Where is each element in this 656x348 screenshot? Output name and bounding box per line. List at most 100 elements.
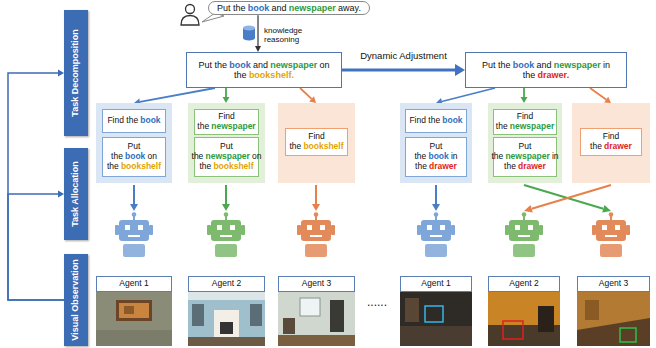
- text-block: Agent 2: [212, 279, 241, 289]
- subtask-box: Find thebookshelf: [285, 128, 348, 156]
- subtask-box: Put thenewspaperon thebookshelf: [194, 137, 259, 177]
- text-run: book: [229, 60, 251, 70]
- text-run: and: [272, 3, 287, 13]
- text-run: Task Allocation: [70, 161, 80, 227]
- text-run: newspaper: [205, 151, 249, 161]
- text-block: Find thenewspaper: [197, 112, 256, 132]
- text-block: Put thenewspaperin thedrawer: [491, 142, 558, 171]
- agent-label: Agent 2: [188, 276, 265, 292]
- text-run: drawer: [518, 161, 546, 171]
- robot-icons: [115, 212, 630, 257]
- text-run: Put the: [198, 60, 227, 70]
- text-run: bookshelf.: [249, 70, 294, 80]
- text-run: drawer.: [538, 70, 570, 80]
- text-run: newspaper: [289, 3, 336, 13]
- subtask-box: Put thebookin thedrawer: [405, 137, 467, 177]
- agent-label: Agent 1: [96, 276, 172, 292]
- agent-label: Agent 3: [278, 276, 355, 292]
- text-block: Find thebookshelf: [288, 132, 345, 152]
- text-run: and: [253, 60, 268, 70]
- text-run: newspaper: [270, 60, 317, 70]
- text-run: Agent 1: [421, 278, 450, 288]
- person-icon: [181, 5, 199, 26]
- text-block: Put thebookin thedrawer: [408, 142, 464, 171]
- text-run: Visual Observation: [70, 259, 80, 340]
- agent-label: Agent 3: [577, 276, 650, 292]
- text-run: book: [248, 3, 270, 13]
- text-block: Put thebookandnewspaperaway.: [217, 3, 361, 13]
- arrowhead: [455, 64, 465, 76]
- agent-panel: Find thenewspaperPut thenewspaperin thed…: [488, 103, 562, 183]
- connector: [342, 64, 465, 76]
- agent-label: Agent 2: [488, 276, 560, 292]
- agent-panel: Find thebookPut thebookon thebookshelf: [96, 103, 172, 183]
- text-run: away.: [338, 3, 361, 13]
- text-run: newspaper: [510, 121, 554, 131]
- section-bar: Visual Observation: [64, 254, 88, 346]
- text-block: Put thebookandnewspaperon thebookshelf.: [191, 60, 337, 81]
- text-run: bookshelf: [303, 141, 343, 151]
- text-run: Find the: [409, 115, 440, 125]
- agent-panel: Find thebookPut thebookin thedrawer: [400, 103, 472, 183]
- database-icon: [243, 26, 255, 41]
- text-block: Task Decomposition: [71, 14, 81, 132]
- task-box: Put thebookandnewspaperon thebookshelf.: [186, 52, 342, 88]
- text-run: newspaper: [505, 151, 549, 161]
- text-block: Find thedrawer: [583, 132, 639, 152]
- text-run: book: [442, 115, 462, 125]
- text-run: Put the: [217, 3, 246, 13]
- text-run: drawer: [604, 141, 632, 151]
- section-bar: Task Allocation: [64, 148, 88, 240]
- text-run: Agent 3: [599, 278, 628, 288]
- text-block: Find thebook: [409, 116, 462, 126]
- connector-line: [442, 88, 495, 102]
- text-run: drawer: [429, 161, 457, 171]
- text-block: Agent 2: [509, 279, 538, 289]
- subtask-box: Find thenewspaper: [493, 109, 557, 135]
- text-run: newspaper: [554, 60, 601, 70]
- subtask-box: Put thenewspaperin thedrawer: [493, 137, 557, 177]
- text-block: Agent 3: [599, 279, 628, 289]
- text-run: Agent 3: [302, 278, 331, 288]
- text-block: Find thenewspaper: [496, 112, 554, 132]
- subtask-box: Find thedrawer: [580, 128, 642, 156]
- text-run: Find the: [107, 115, 138, 125]
- connector-line: [140, 88, 215, 102]
- text-run: book: [140, 115, 160, 125]
- text-block: Task Allocation: [71, 152, 81, 236]
- connector-line: [300, 88, 312, 99]
- allocation-arrows: [130, 185, 611, 213]
- text-run: newspaper: [211, 121, 255, 131]
- text-block: Agent 3: [302, 279, 331, 289]
- task-box: Put thebookandnewspaperin thedrawer.: [465, 52, 627, 88]
- text-run: Task Decomposition: [70, 29, 80, 116]
- text-block: Put thenewspaperon thebookshelf: [192, 142, 262, 171]
- connector-line: [523, 88, 525, 97]
- connector: [8, 70, 64, 301]
- connector: [223, 88, 230, 103]
- connector: [8, 191, 64, 301]
- subtask-box: Find thebook: [102, 109, 166, 133]
- text-block: Agent 1: [421, 279, 450, 289]
- observation-images: [96, 290, 650, 346]
- connector-line: [8, 194, 64, 300]
- text-run: book: [428, 151, 448, 161]
- connector-line: [8, 73, 64, 300]
- agent-panel: Find thebookshelf: [278, 103, 355, 183]
- text-run: book: [125, 151, 145, 161]
- connector-line: [257, 15, 258, 46]
- text-block: Put thebookandnewspaperin thedrawer.: [470, 60, 622, 81]
- edge-label: Dynamic Adjustment: [360, 51, 447, 62]
- agent-panel: Find thenewspaperPut thenewspaperon theb…: [188, 103, 265, 183]
- connector: [521, 88, 528, 103]
- text-run: Agent 2: [509, 278, 538, 288]
- text-run: and: [536, 60, 551, 70]
- text-block: Visual Observation: [71, 258, 81, 342]
- agent-label: Agent 1: [400, 276, 472, 292]
- text-run: book: [513, 60, 535, 70]
- text-block: Find thebook: [107, 116, 160, 126]
- note-label: ......: [367, 296, 387, 310]
- subtask-box: Find thebook: [405, 109, 467, 133]
- text-run: bookshelf: [121, 161, 161, 171]
